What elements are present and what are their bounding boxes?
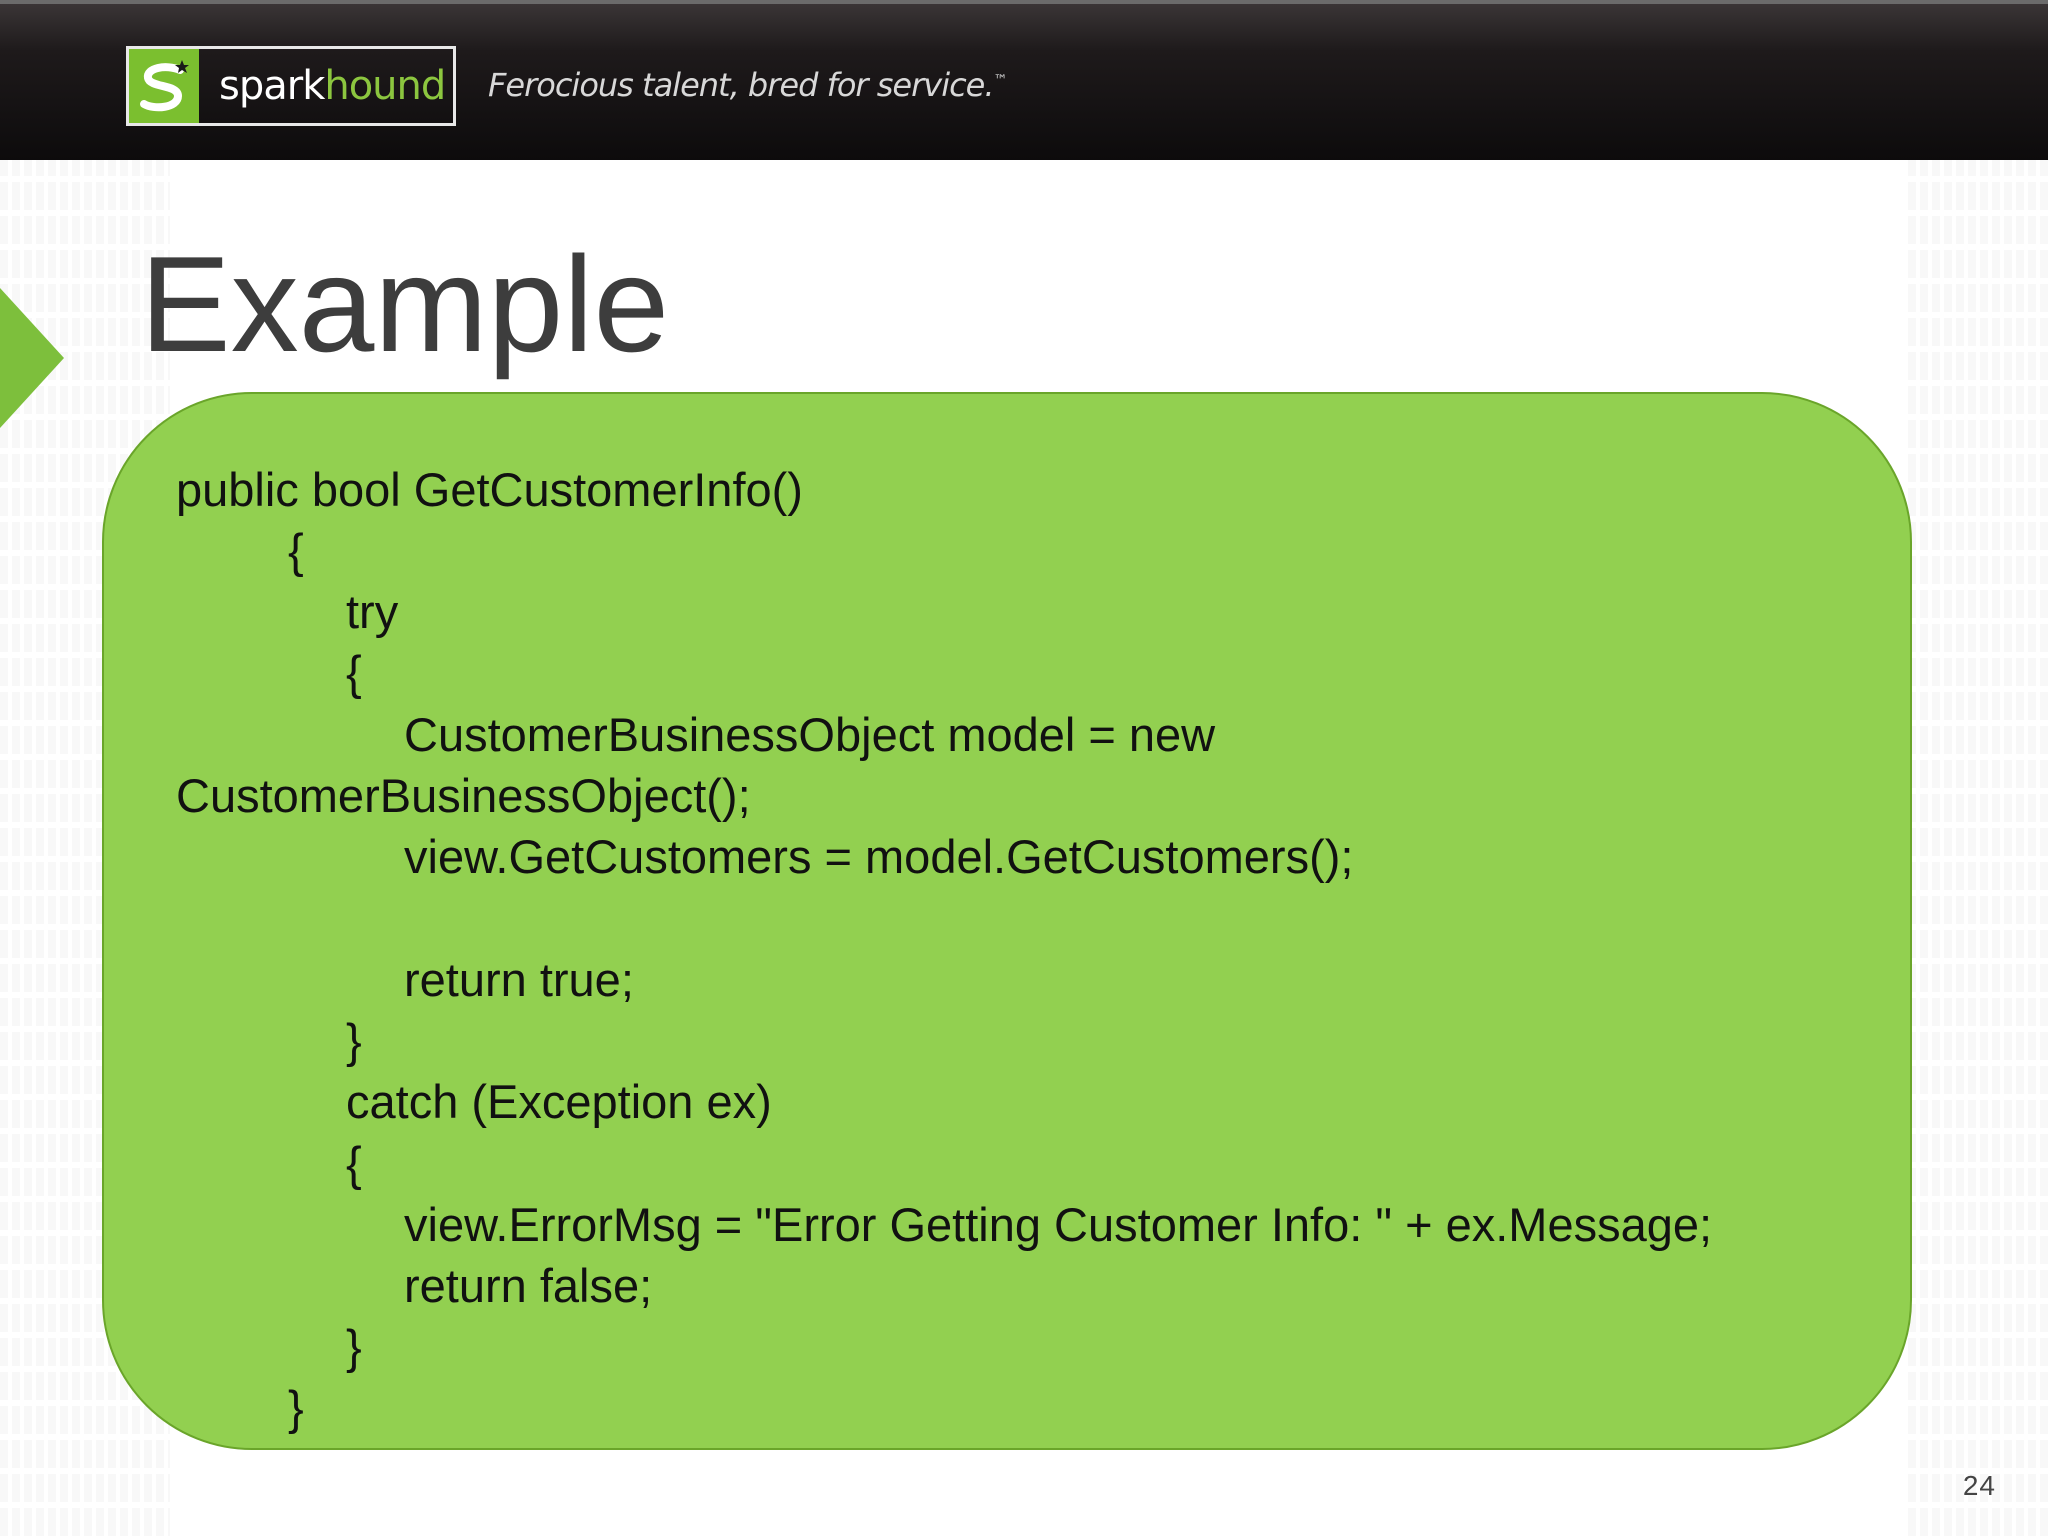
code-line: } [288,1381,304,1434]
code-block: public bool GetCustomerInfo() { try { Cu… [102,392,1912,1450]
background-pattern-right [1908,160,2048,1536]
page-number: 24 [1962,1470,1996,1501]
code-line: } [346,1320,362,1373]
code-line: { [288,524,304,577]
code-line: try [346,585,399,638]
code-line: { [346,1137,362,1190]
code-line: return true; [404,953,634,1006]
sparkhound-logo: sparkhound [126,46,456,126]
code-line: public bool GetCustomerInfo() [176,463,803,516]
logo-s-icon [129,49,199,123]
tagline: Ferocious talent, bred for service.™ [488,66,1008,104]
code-line: } [346,1014,362,1067]
logo-word-hound: hound [324,63,446,109]
slide-title: Example [140,228,670,380]
code-line: view.ErrorMsg = "Error Getting Customer … [404,1198,1713,1251]
logo-wordmark: sparkhound [199,63,453,109]
code-line: CustomerBusinessObject model = new [404,708,1216,761]
code-line: catch (Exception ex) [346,1075,772,1128]
slide-arrow-marker [0,288,64,428]
code-line: CustomerBusinessObject(); [176,769,751,822]
tagline-text: Ferocious talent, bred for service. [488,66,995,104]
code-line: return false; [404,1259,653,1312]
header-bar: sparkhound Ferocious talent, bred for se… [0,0,2048,160]
code-line: view.GetCustomers = model.GetCustomers()… [404,830,1354,883]
trademark-mark: ™ [993,72,1008,89]
code-line: { [346,646,362,699]
logo-word-spark: spark [219,63,325,109]
